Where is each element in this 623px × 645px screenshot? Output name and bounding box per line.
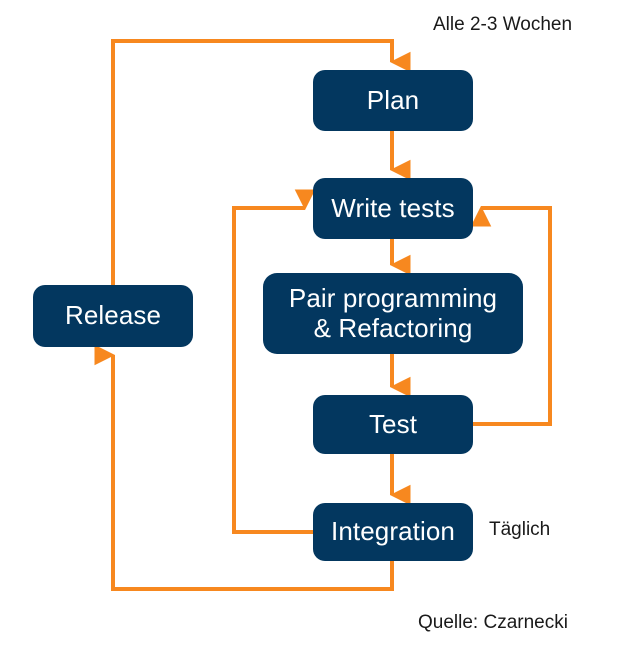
edge-integration-to-release [94, 344, 394, 591]
node-release[interactable]: Release [33, 285, 193, 347]
node-pair-programming-refactoring[interactable]: Pair programming & Refactoring [263, 273, 523, 354]
node-write-tests[interactable]: Write tests [313, 178, 473, 239]
edge-integration-to-write-tests [232, 189, 316, 534]
caption-daily-cadence: Täglich [489, 519, 551, 540]
edge-test-to-write-tests [470, 205, 552, 426]
edge-release-to-plan [111, 39, 411, 285]
node-plan[interactable]: Plan [313, 70, 473, 131]
node-integration[interactable]: Integration [313, 503, 473, 561]
node-test[interactable]: Test [313, 395, 473, 454]
caption-release-cadence: Alle 2-3 Wochen [433, 14, 573, 35]
caption-source-attribution: Quelle: Czarnecki [418, 612, 568, 633]
